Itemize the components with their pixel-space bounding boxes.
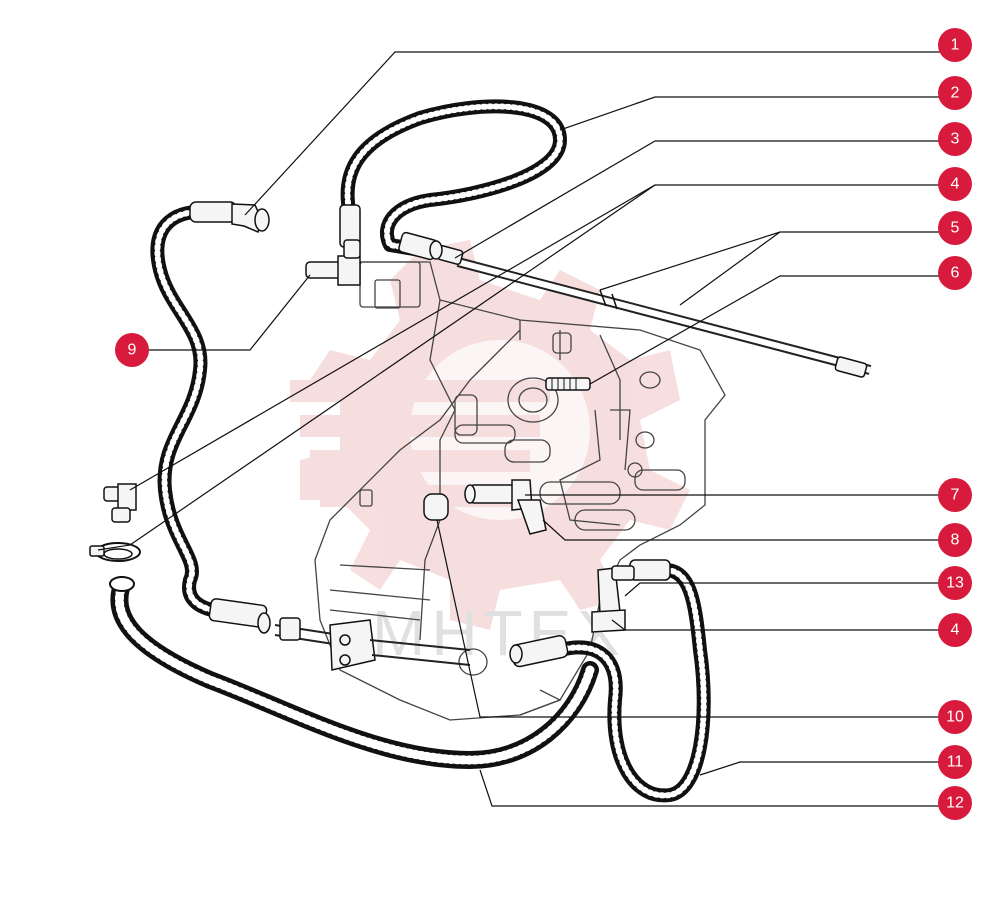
svg-text:4: 4 (951, 176, 960, 193)
callout-7: 7 (938, 478, 972, 512)
svg-text:11: 11 (947, 754, 964, 771)
leader-lines (97, 51, 955, 807)
hose-2 (339, 99, 567, 261)
svg-text:9: 9 (128, 342, 137, 359)
svg-text:8: 8 (951, 532, 960, 549)
lower-pipe-block (274, 617, 471, 671)
svg-text:12: 12 (946, 795, 964, 812)
svg-text:4: 4 (951, 622, 960, 639)
svg-text:10: 10 (946, 709, 964, 726)
svg-text:7: 7 (951, 487, 960, 504)
svg-text:6: 6 (951, 265, 960, 282)
watermark-logo (290, 240, 690, 630)
callout-1: 1 (938, 28, 972, 62)
elbow-fitting-9 (305, 239, 361, 286)
hose-1 (150, 201, 271, 634)
svg-text:5: 5 (951, 220, 960, 237)
svg-text:2: 2 (951, 85, 960, 102)
callout-2: 2 (938, 76, 972, 110)
callout-9: 9 (115, 333, 149, 367)
svg-text:1: 1 (951, 37, 960, 54)
callout-12: 12 (938, 786, 972, 820)
callout-11: 11 (938, 745, 972, 779)
callout-4-bottom: 4 (938, 613, 972, 647)
watermark-text: МНТЕХ (372, 597, 626, 669)
hose-12 (109, 576, 599, 769)
svg-text:3: 3 (951, 131, 960, 148)
loose-elbow-3 (103, 483, 137, 523)
callout-4-top: 4 (938, 167, 972, 201)
callout-6: 6 (938, 256, 972, 290)
stud-6 (545, 377, 591, 391)
fittings-7-8 (464, 479, 547, 535)
callout-10: 10 (938, 700, 972, 734)
elbow-fitting-13 (591, 565, 635, 633)
plug-10 (423, 493, 449, 521)
svg-text:13: 13 (946, 575, 964, 592)
callout-8: 8 (938, 523, 972, 557)
callout-3: 3 (938, 122, 972, 156)
steel-pipe (436, 245, 872, 378)
loose-clamp-4 (89, 542, 141, 562)
callout-13: 13 (938, 566, 972, 600)
callout-5: 5 (938, 211, 972, 245)
